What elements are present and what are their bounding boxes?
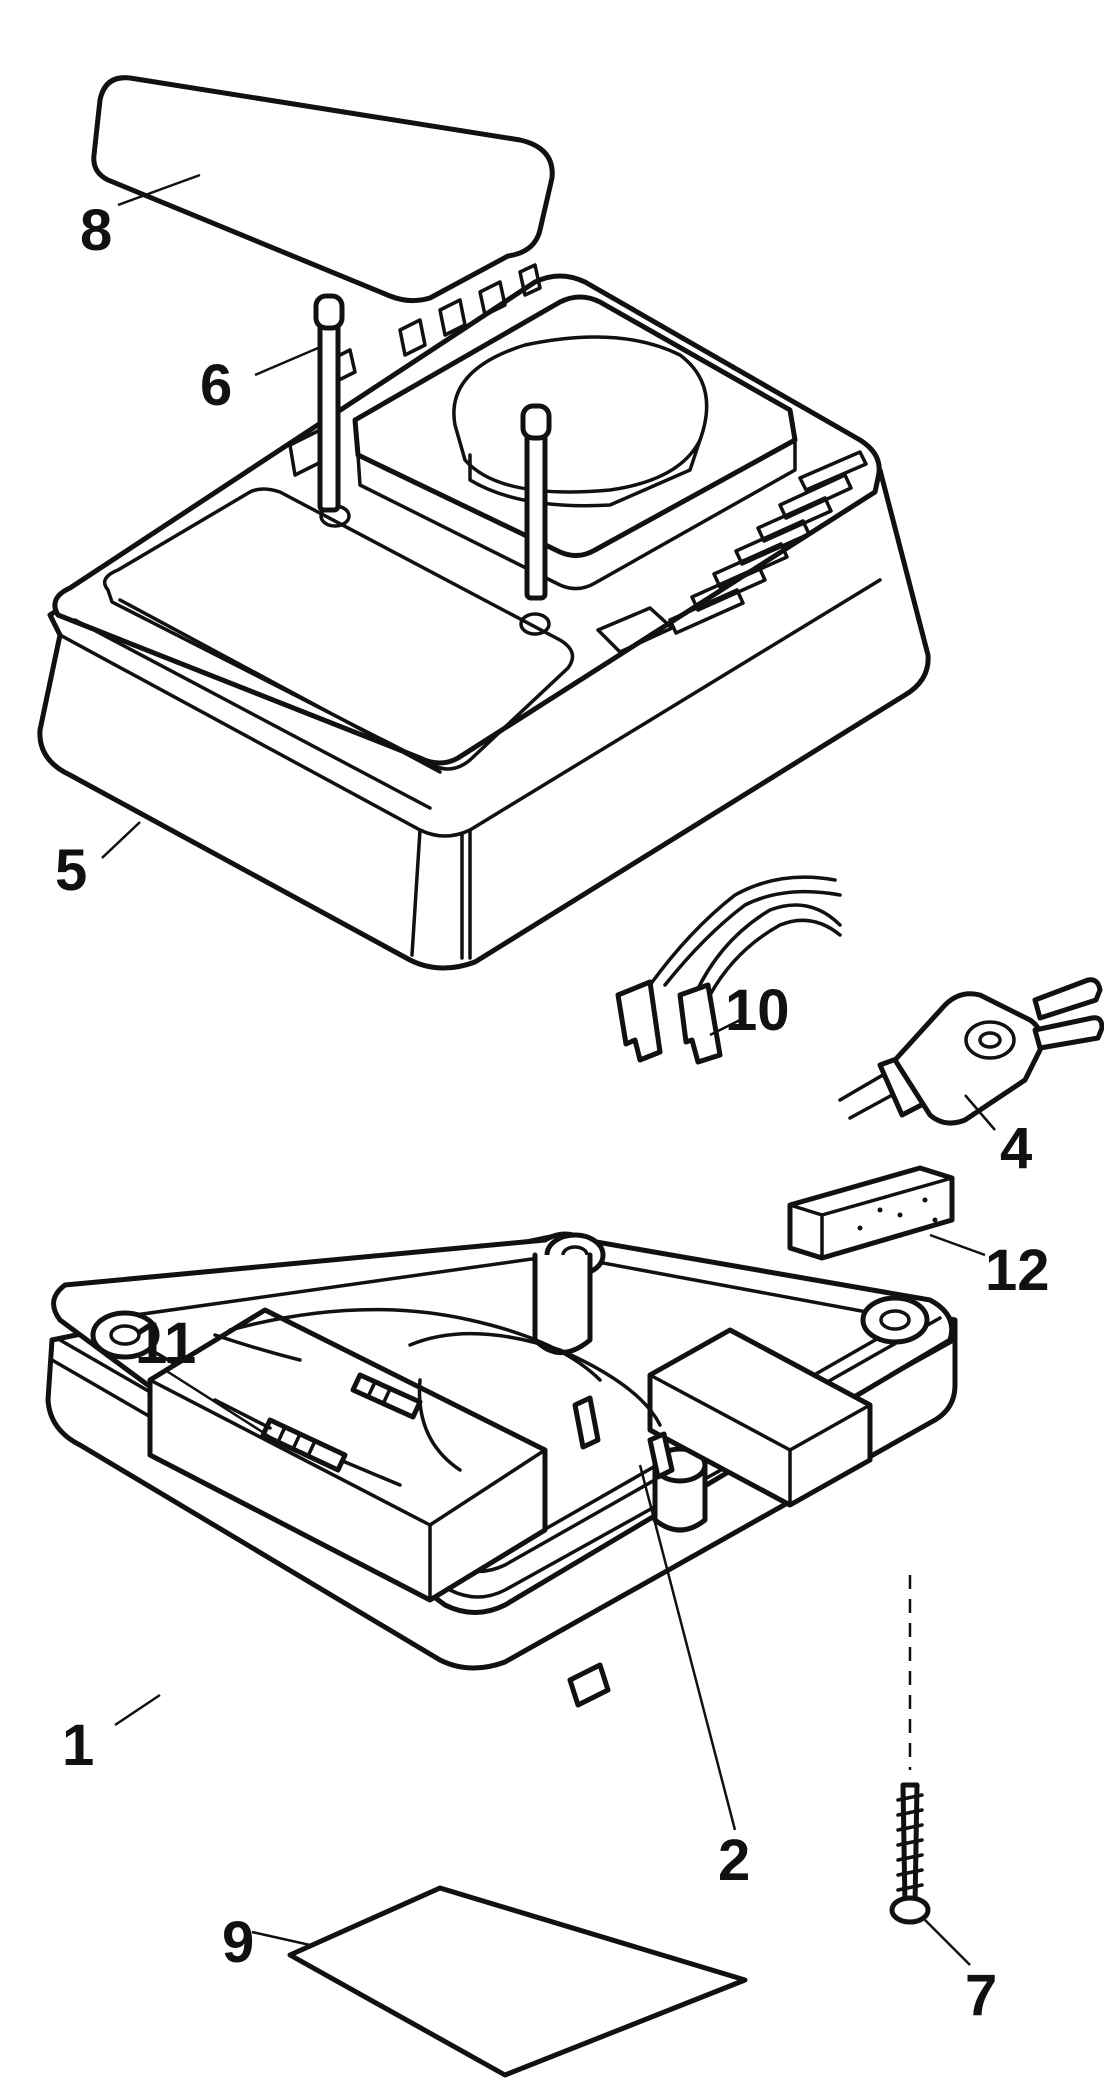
callout-labels: 8 6 5 10 4 12 11 1 2 9 7 bbox=[55, 198, 1050, 2028]
callout-7: 7 bbox=[965, 1963, 997, 2028]
terminal-pin-drawing bbox=[313, 293, 552, 601]
callout-2: 2 bbox=[718, 1828, 750, 1893]
cushion-block-drawing bbox=[787, 1165, 955, 1261]
lead-terminals-drawing bbox=[615, 875, 842, 1065]
callout-4: 4 bbox=[1000, 1116, 1032, 1181]
tapping-screw-drawing bbox=[889, 1575, 931, 1925]
callout-5: 5 bbox=[55, 838, 87, 903]
label-plate-drawing bbox=[91, 75, 555, 304]
upper-case-drawing bbox=[37, 263, 931, 971]
callout-6: 6 bbox=[200, 353, 232, 418]
callout-9: 9 bbox=[222, 1910, 254, 1975]
lower-case-drawing bbox=[45, 1231, 958, 1708]
callout-1: 1 bbox=[62, 1713, 94, 1778]
bottom-label-drawing bbox=[287, 1885, 748, 2078]
leader-lines bbox=[101, 173, 996, 1966]
callout-8: 8 bbox=[80, 198, 112, 263]
callout-12: 12 bbox=[985, 1238, 1050, 1303]
callout-10: 10 bbox=[725, 978, 790, 1043]
ac-plug-drawing bbox=[838, 977, 1104, 1126]
callout-11: 11 bbox=[135, 1311, 196, 1376]
